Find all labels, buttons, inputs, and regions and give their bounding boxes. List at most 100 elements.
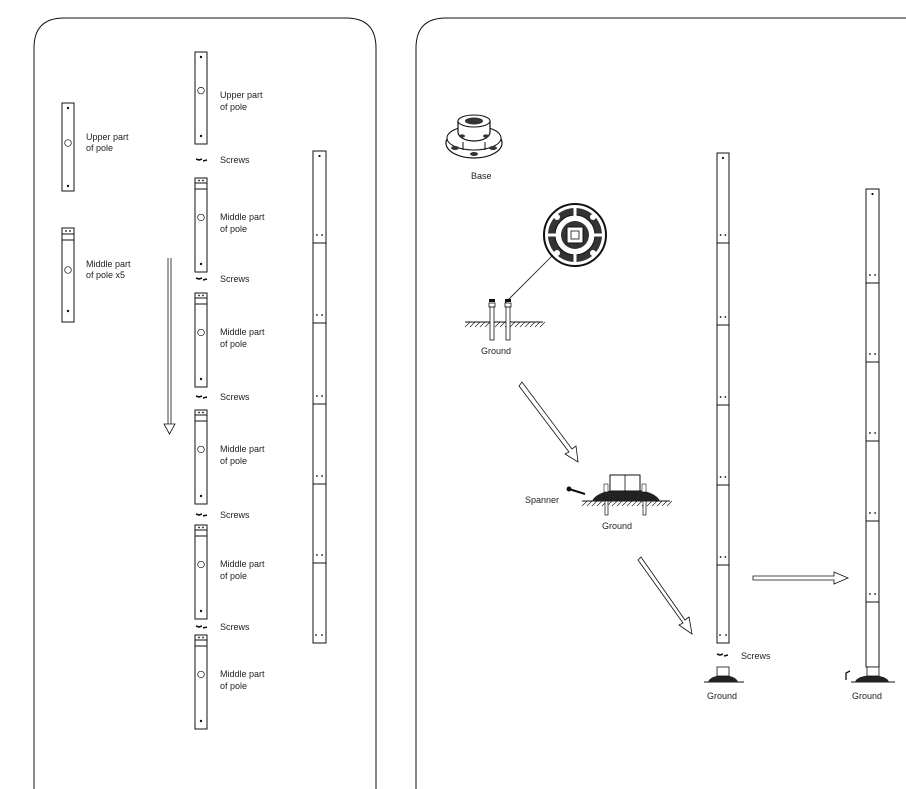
- screws-icon: [195, 158, 208, 162]
- legend-middle-label-1: Middle part: [86, 259, 131, 269]
- pole-right-before: [716, 152, 730, 644]
- screws-icon: [195, 395, 208, 399]
- stack-middle-label-2: of pole: [220, 681, 247, 691]
- stack-middle-label-1: Middle part: [220, 559, 265, 569]
- stack-upper-label-2: of pole: [220, 102, 247, 112]
- left-panel-frame: [33, 17, 377, 789]
- pole-top-hole: [721, 156, 725, 160]
- stack-upper-part: [194, 51, 208, 145]
- pole-joint-hole: [869, 353, 871, 355]
- pole-joint-hole: [874, 274, 876, 276]
- screws-label-right: Screws: [741, 651, 771, 661]
- pole-joint-hole: [719, 234, 722, 236]
- legend-upper-label-1: Upper part: [86, 132, 129, 142]
- ground-label-4: Ground: [852, 691, 882, 701]
- pole-joint-hole: [321, 314, 323, 316]
- legend-upper-part: [61, 102, 75, 192]
- base-label: Base: [471, 171, 492, 181]
- legend-middle-label-2: of pole x5: [86, 270, 125, 280]
- screws-icon: [195, 513, 208, 517]
- pole-joint-hole: [874, 593, 876, 595]
- legend-middle-part: [61, 227, 75, 323]
- right-panel-frame: [415, 17, 906, 789]
- step-arrow-1: [518, 381, 579, 463]
- pole-joint-hole: [874, 353, 876, 355]
- stack-middle-part: [194, 409, 208, 505]
- pole-bottom-hole: [321, 634, 323, 636]
- stack-screws-label: Screws: [220, 510, 250, 520]
- pole-joint-hole: [719, 476, 722, 478]
- stack-middle-label-2: of pole: [220, 456, 247, 466]
- base-top-view: [543, 203, 607, 267]
- base-mounted-ground: [581, 474, 673, 516]
- spanner-icon: [566, 486, 586, 495]
- step-arrow-2: [637, 556, 693, 635]
- pole-body: [865, 188, 880, 668]
- stack-middle-label-2: of pole: [220, 224, 247, 234]
- pole-final-assembled: [865, 188, 880, 668]
- pole-joint-hole: [316, 314, 318, 316]
- screws-icon: [195, 277, 208, 281]
- pole-joint-hole: [869, 274, 871, 276]
- legend-upper-label-2: of pole: [86, 143, 113, 153]
- stack-middle-label-1: Middle part: [220, 444, 265, 454]
- stack-middle-part: [194, 292, 208, 388]
- stack-middle-label-2: of pole: [220, 339, 247, 349]
- base-3d: [445, 114, 503, 159]
- top-view-leader: [504, 254, 554, 304]
- pole-joint-hole: [316, 234, 318, 236]
- screws-icon: [195, 625, 208, 629]
- pole-joint-hole: [321, 395, 323, 397]
- pole-joint-hole: [724, 476, 727, 478]
- ground-label-2: Ground: [602, 521, 632, 531]
- pole-joint-hole: [874, 512, 876, 514]
- pole-joint-hole: [719, 316, 722, 318]
- pole-joint-hole: [724, 556, 727, 558]
- stack-upper-label-1: Upper part: [220, 90, 263, 100]
- ground-label-1: Ground: [481, 346, 511, 356]
- pole-joint-hole: [869, 512, 871, 514]
- pole-top-hole: [871, 192, 874, 196]
- pole-body: [716, 152, 730, 644]
- pole-joint-hole: [316, 395, 318, 397]
- stack-screws-label: Screws: [220, 392, 250, 402]
- stack-middle-part: [194, 524, 208, 620]
- pole-joint-hole: [874, 432, 876, 434]
- pole-bottom-hole: [315, 634, 317, 636]
- stack-middle-part: [194, 634, 208, 730]
- base-small-final: [845, 666, 895, 683]
- ground-anchor-bolts: [464, 299, 546, 341]
- ground-label-3: Ground: [707, 691, 737, 701]
- spanner-label: Spanner: [525, 495, 559, 505]
- stack-screws-label: Screws: [220, 155, 250, 165]
- assembled-pole-left: [312, 150, 327, 644]
- screws-icon-right: [716, 653, 729, 657]
- pole-joint-hole: [869, 432, 871, 434]
- stack-down-arrow: [163, 258, 176, 435]
- stack-middle-part: [194, 177, 208, 273]
- pole-joint-hole: [724, 396, 727, 398]
- pole-top-hole: [318, 154, 321, 158]
- pole-joint-hole: [321, 475, 323, 477]
- pole-body: [312, 150, 327, 644]
- stack-screws-label: Screws: [220, 622, 250, 632]
- stack-middle-label-2: of pole: [220, 571, 247, 581]
- pole-joint-hole: [321, 234, 323, 236]
- stack-screws-label: Screws: [220, 274, 250, 284]
- pole-joint-hole: [719, 556, 722, 558]
- pole-joint-hole: [719, 396, 722, 398]
- step-arrow-3: [752, 571, 850, 585]
- stack-middle-label-1: Middle part: [220, 212, 265, 222]
- pole-joint-hole: [321, 554, 323, 556]
- pole-joint-hole: [724, 316, 727, 318]
- pole-joint-hole: [316, 554, 318, 556]
- base-small-1: [704, 666, 744, 683]
- stack-middle-label-1: Middle part: [220, 327, 265, 337]
- stack-middle-label-1: Middle part: [220, 669, 265, 679]
- pole-joint-hole: [316, 475, 318, 477]
- pole-joint-hole: [724, 234, 727, 236]
- pole-bottom-hole: [725, 634, 727, 636]
- pole-joint-hole: [869, 593, 871, 595]
